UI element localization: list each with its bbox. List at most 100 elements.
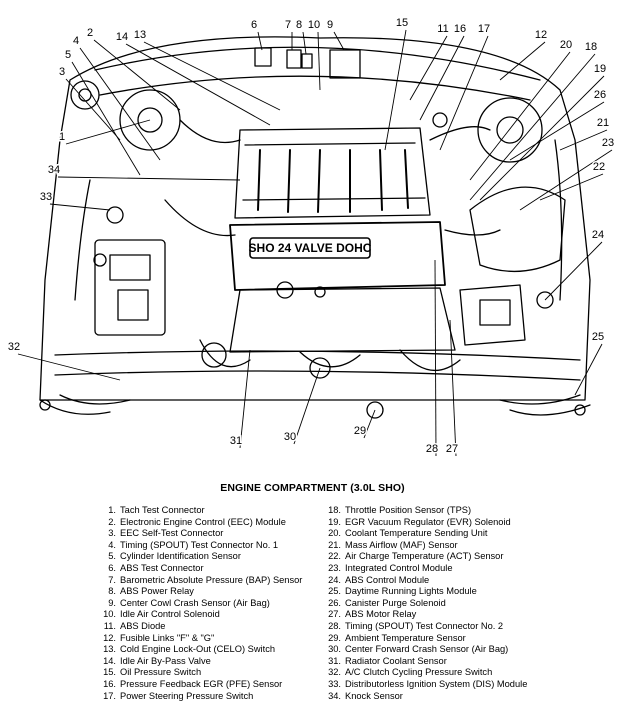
callout-number: 5 [65,49,71,61]
legend-item: 28. Timing (SPOUT) Test Connector No. 2 [323,621,527,633]
callout-leader-line [72,62,140,175]
callout-number: 6 [251,19,257,31]
legend-item: 22. Air Charge Temperature (ACT) Sensor [323,551,527,563]
legend-item-text: Timing (SPOUT) Test Connector No. 2 [345,621,503,633]
callout-number: 31 [230,435,242,447]
legend-item: 3.EEC Self-Test Connector [98,528,302,540]
callout-number: 33 [40,191,52,203]
callout-number: 13 [134,29,146,41]
callout-number: 20 [560,39,572,51]
legend-item: 30.Center Forward Crash Sensor (Air Bag) [323,644,527,656]
callout-leader-line [440,36,488,150]
legend-item: 17.Power Steering Pressure Switch [98,691,302,702]
legend-item-text: Coolant Temperature Sending Unit [345,528,487,540]
callout-number: 9 [327,19,333,31]
legend-item: 1. Tach Test Connector [98,505,302,517]
callout-number: 23 [602,137,614,149]
callout-number: 10 [308,19,320,31]
legend-item-text: Pressure Feedback EGR (PFE) Sensor [120,679,282,691]
legend-item-number: 5. [98,551,116,563]
callout-number: 24 [592,229,604,241]
callout-leader-line [303,32,306,54]
legend-item: 20.Coolant Temperature Sending Unit [323,528,527,540]
legend-item-number: 28. [323,621,341,633]
legend-item-number: 8. [98,586,116,598]
legend-item-text: Knock Sensor [345,691,403,702]
legend-item: 21. Mass Airflow (MAF) Sensor [323,540,527,552]
callout-number: 32 [8,341,20,353]
legend-item-text: ABS Test Connector [120,563,204,575]
callout-leader-line [50,204,110,210]
legend-item-text: EGR Vacuum Regulator (EVR) Solenoid [345,517,511,529]
legend-item: 16. Pressure Feedback EGR (PFE) Sensor [98,679,302,691]
callout-leader-line [334,32,344,50]
callout-leader-line [58,177,240,180]
legend-item-text: ABS Power Relay [120,586,194,598]
callout-number: 2 [87,27,93,39]
callout-number: 14 [116,31,128,43]
legend-item-text: Timing (SPOUT) Test Connector No. 1 [120,540,278,552]
callout-number: 17 [478,23,490,35]
legend-item-number: 6. [98,563,116,575]
legend-item: 19. EGR Vacuum Regulator (EVR) Solenoid [323,517,527,529]
callout-leader-line [318,32,320,90]
legend-item-number: 15. [98,667,116,679]
callout-leader-line [385,30,406,150]
legend-item-text: Oil Pressure Switch [120,667,201,679]
legend-item: 31.Radiator Coolant Sensor [323,656,527,668]
legend-item-text: Throttle Position Sensor (TPS) [345,505,471,517]
legend-item-number: 1. [98,505,116,517]
diagram-caption: ENGINE COMPARTMENT (3.0L SHO) [0,482,625,494]
legend-item-number: 19. [323,517,341,529]
callout-number: 7 [285,19,291,31]
callout-leader-line [66,79,120,140]
callout-leader-line [560,130,607,150]
legend-item-number: 12. [98,633,116,645]
callout-leader-line [18,354,120,380]
legend-item-number: 22. [323,551,341,563]
legend-item-text: Electronic Engine Control (EEC) Module [120,517,286,529]
legend-item: 7.Barometric Absolute Pressure (BAP) Sen… [98,575,302,587]
legend-item-text: A/C Clutch Cycling Pressure Switch [345,667,492,679]
legend-item-number: 21. [323,540,341,552]
legend-item-number: 17. [98,691,116,702]
legend-item-text: Center Cowl Crash Sensor (Air Bag) [120,598,270,610]
callout-leader-line [66,120,150,144]
legend-item: 4.Timing (SPOUT) Test Connector No. 1 [98,540,302,552]
legend-item-text: Daytime Running Lights Module [345,586,477,598]
callout-leader-line [144,42,280,110]
legend-item-text: Distributorless Ignition System (DIS) Mo… [345,679,527,691]
callout-number: 15 [396,17,408,29]
legend-item-number: 10. [98,609,116,621]
legend-item-number: 18. [323,505,341,517]
legend-item: 32.A/C Clutch Cycling Pressure Switch [323,667,527,679]
callout-number: 19 [594,63,606,75]
legend-item: 25.Daytime Running Lights Module [323,586,527,598]
legend-item-number: 13. [98,644,116,656]
legend-item-text: Mass Airflow (MAF) Sensor [345,540,458,552]
callout-leader-line [126,44,270,125]
legend-column-right: 18. Throttle Position Sensor (TPS) 19. EGR … [323,505,527,702]
legend-item: 34.Knock Sensor [323,691,527,702]
callout-number: 34 [48,164,60,176]
legend-item-text: Idle Air Control Solenoid [120,609,220,621]
callout-number: 16 [454,23,466,35]
legend-item-number: 16. [98,679,116,691]
legend-item-number: 11. [98,621,116,633]
legend-item-text: Integrated Control Module [345,563,453,575]
engine-line-art [40,37,590,418]
legend-item-text: Barometric Absolute Pressure (BAP) Senso… [120,575,302,587]
legend-item: 9.Center Cowl Crash Sensor (Air Bag) [98,598,302,610]
callout-number: 12 [535,29,547,41]
legend-item-text: Canister Purge Solenoid [345,598,446,610]
legend-item-text: Air Charge Temperature (ACT) Sensor [345,551,503,563]
callout-leader-line [435,260,436,456]
legend-item-text: Cold Engine Lock-Out (CELO) Switch [120,644,275,656]
legend-item-number: 24. [323,575,341,587]
legend-item: 14.Idle Air By-Pass Valve [98,656,302,668]
legend-item-number: 2. [98,517,116,529]
legend-item: 18. Throttle Position Sensor (TPS) [323,505,527,517]
legend-item-text: Tach Test Connector [120,505,205,517]
legend-item: 27.ABS Motor Relay [323,609,527,621]
